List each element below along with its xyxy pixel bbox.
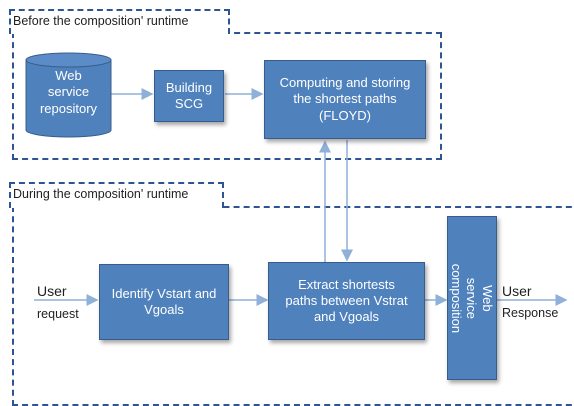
composition-box: Web service composition	[447, 216, 497, 380]
before-runtime-tab	[9, 9, 230, 34]
building-scg-box: Building SCG	[154, 70, 224, 122]
user-label: User	[37, 283, 67, 299]
response-label: Response	[502, 306, 559, 320]
user-right-label: User	[502, 283, 532, 299]
during-runtime-tab	[9, 182, 224, 208]
during-runtime-label: During the composition' runtime	[13, 187, 189, 201]
composition-label: Web service composition	[449, 263, 496, 333]
repository-cylinder	[25, 52, 112, 138]
request-label: request	[37, 307, 79, 321]
flow-arrows	[25, 52, 568, 306]
before-runtime-label: Before the composition' runtime	[13, 14, 189, 28]
identify-box: Identify Vstart and Vgoals	[99, 264, 229, 340]
extract-box: Extract shortests paths between Vstrat a…	[268, 262, 425, 340]
floyd-box: Computing and storing the shortest paths…	[264, 60, 426, 139]
repository-label: Web service repository	[39, 68, 98, 116]
